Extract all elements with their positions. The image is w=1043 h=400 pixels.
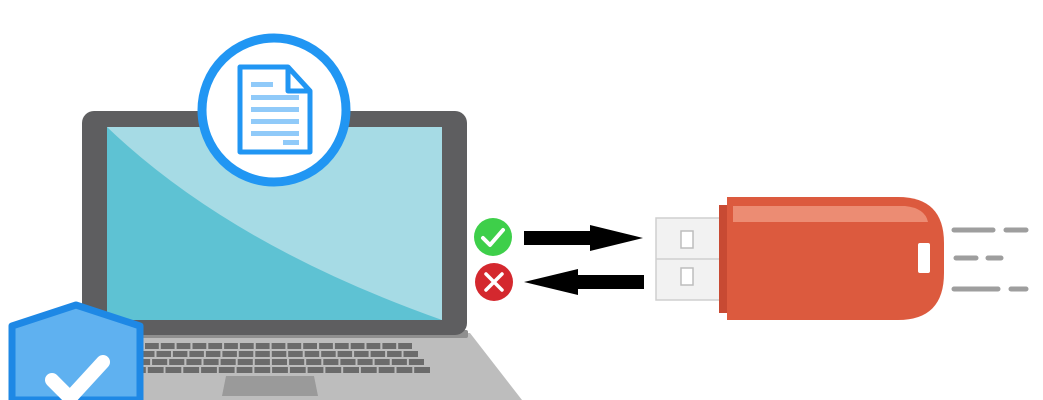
keyboard-key bbox=[145, 343, 159, 349]
keyboard-key bbox=[304, 351, 320, 357]
error-status bbox=[475, 263, 513, 301]
check-icon bbox=[481, 228, 505, 247]
usb-lanyard-slot bbox=[918, 243, 930, 273]
keyboard bbox=[130, 343, 430, 373]
keyboard-key bbox=[374, 359, 390, 365]
keyboard-key bbox=[218, 367, 235, 373]
keyboard-key bbox=[408, 359, 424, 365]
keyboard-key bbox=[254, 367, 271, 373]
keyboard-key bbox=[205, 351, 221, 357]
laptop-base bbox=[20, 333, 522, 400]
keyboard-key bbox=[271, 351, 287, 357]
keyboard-key bbox=[288, 351, 303, 357]
keyboard-key bbox=[319, 343, 333, 349]
keyboard-key bbox=[396, 367, 413, 373]
screen-accent bbox=[107, 127, 442, 320]
document-icon bbox=[237, 64, 313, 155]
keyboard-key bbox=[271, 359, 287, 365]
arrow-left-icon bbox=[524, 269, 644, 295]
usb-pin-bottom bbox=[680, 267, 694, 286]
keyboard-key bbox=[183, 367, 200, 373]
keyboard-key bbox=[176, 343, 191, 349]
keyboard-key bbox=[255, 343, 270, 349]
keyboard-key bbox=[398, 343, 412, 349]
keyboard-key bbox=[403, 351, 418, 357]
keyboard-key bbox=[160, 343, 175, 349]
keyboard-key bbox=[239, 343, 254, 349]
keyboard-key bbox=[307, 367, 324, 373]
keyboard-key bbox=[350, 343, 365, 349]
arrow-right-icon bbox=[524, 225, 643, 251]
shield-check-icon bbox=[8, 301, 144, 400]
success-status bbox=[474, 218, 512, 256]
keyboard-key bbox=[140, 351, 155, 357]
keyboard-key bbox=[289, 359, 305, 365]
keyboard-key bbox=[271, 343, 286, 349]
touchpad bbox=[222, 376, 318, 396]
keyboard-key bbox=[255, 351, 270, 357]
keyboard-key bbox=[192, 343, 207, 349]
keyboard-key bbox=[357, 359, 373, 365]
keyboard-key bbox=[323, 359, 339, 365]
keyboard-key bbox=[343, 367, 359, 373]
usb-pin-top bbox=[680, 230, 694, 249]
keyboard-key bbox=[203, 359, 219, 365]
keyboard-key bbox=[321, 351, 336, 357]
keyboard-key bbox=[306, 359, 322, 365]
keyboard-key bbox=[186, 359, 202, 365]
keyboard-key bbox=[382, 343, 397, 349]
keyboard-key bbox=[366, 343, 381, 349]
keyboard-key bbox=[340, 359, 356, 365]
keyboard-key bbox=[414, 367, 430, 373]
keyboard-key bbox=[152, 359, 168, 365]
keyboard-key bbox=[156, 351, 171, 357]
shield-check-mark bbox=[45, 355, 110, 400]
keyboard-key bbox=[189, 351, 204, 357]
keyboard-key bbox=[287, 343, 302, 349]
keyboard-key bbox=[387, 351, 402, 357]
keyboard-key bbox=[354, 351, 369, 357]
usb-drive-icon bbox=[655, 197, 944, 320]
keyboard-key bbox=[224, 343, 238, 349]
keyboard-key bbox=[236, 367, 253, 373]
keyboard-key bbox=[391, 359, 407, 365]
keyboard-key bbox=[220, 359, 236, 365]
motion-lines bbox=[951, 227, 1029, 292]
keyboard-key bbox=[325, 367, 342, 373]
keyboard-key bbox=[165, 367, 182, 373]
success-circle bbox=[474, 218, 512, 256]
keyboard-key bbox=[201, 367, 217, 373]
keyboard-key bbox=[334, 343, 349, 349]
keyboard-key bbox=[272, 367, 288, 373]
keyboard-key bbox=[169, 359, 185, 365]
keyboard-key bbox=[147, 367, 164, 373]
keyboard-key bbox=[254, 359, 270, 365]
keyboard-key bbox=[208, 343, 223, 349]
document-badge bbox=[197, 33, 351, 187]
keyboard-key bbox=[360, 367, 377, 373]
keyboard-key bbox=[378, 367, 395, 373]
keyboard-key bbox=[222, 351, 237, 357]
close-icon bbox=[484, 272, 504, 292]
usb-highlight bbox=[733, 206, 928, 222]
keyboard-key bbox=[337, 351, 353, 357]
keyboard-key bbox=[289, 367, 306, 373]
keyboard-key bbox=[237, 359, 253, 365]
usb-body bbox=[727, 197, 944, 320]
keyboard-key bbox=[303, 343, 317, 349]
keyboard-key bbox=[370, 351, 386, 357]
keyboard-key bbox=[172, 351, 188, 357]
keyboard-key bbox=[238, 351, 254, 357]
